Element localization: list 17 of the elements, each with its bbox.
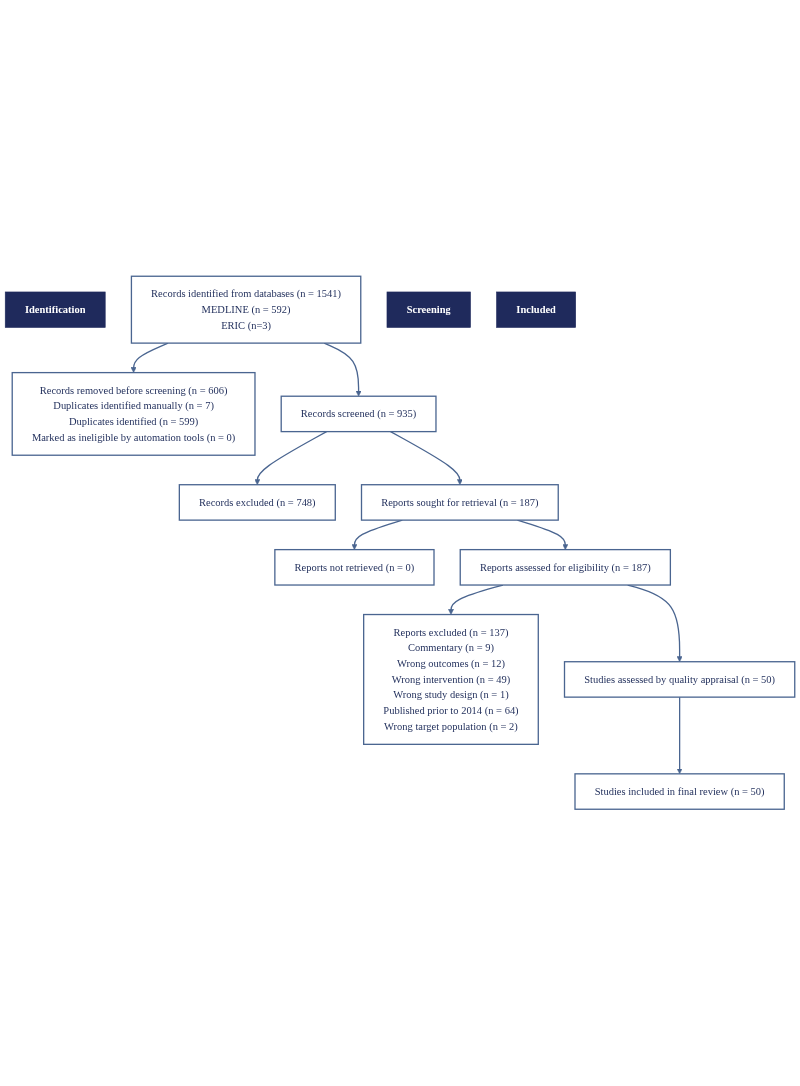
- node-box: Records excluded (n = 748): [178, 484, 336, 522]
- arrow: [676, 696, 683, 775]
- node-box: Reports excluded (n = 137) Commentary (n = 9) Wrong outcomes (n = 12) Wrong intervention (n = 49) Wrong study design (n = 1) Published prior to 2014 (n = 64) Wrong target population (n = 2): [363, 614, 539, 746]
- arrow: [254, 431, 328, 486]
- node-box: Reports sought for retrieval (n = 187): [360, 484, 559, 522]
- node-box: Studies assessed by quality appraisal (n = 50): [563, 661, 796, 699]
- arrow: [389, 431, 463, 486]
- node-box: Records identified from databases (n = 1541) MEDLINE (n = 592) ERIC (n=3): [130, 275, 362, 344]
- node-box: Screening: [386, 291, 471, 328]
- node-box: Records removed before screening (n = 606) Duplicates identified manually (n = 7) Duplicates identified (n = 599) Marked as ineligible by automation tools (n = 0): [11, 372, 256, 457]
- arrow: [130, 342, 169, 374]
- node-box: Identification: [4, 291, 106, 328]
- node-box: Reports assessed for eligibility (n = 187): [459, 549, 672, 586]
- node-box: Studies included in final review (n = 50): [574, 773, 785, 811]
- node-box: Included: [496, 291, 576, 328]
- node-box: Reports not retrieved (n = 0): [274, 549, 435, 586]
- node-box: Records screened (n = 935): [280, 395, 437, 433]
